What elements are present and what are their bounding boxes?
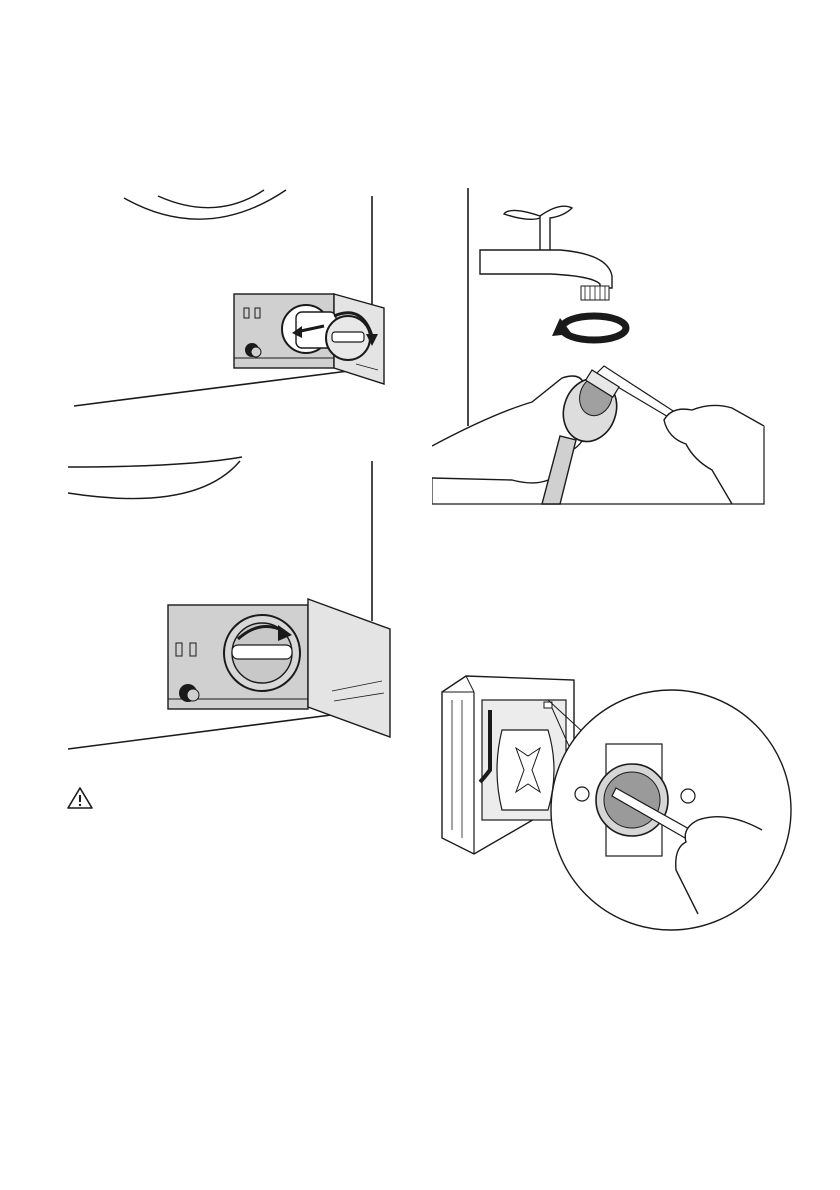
- filter-cap-screw-illustration: [66, 455, 396, 755]
- valve-filter-brush-illustration: [436, 670, 792, 932]
- figure-open-filter-cap: [66, 186, 386, 411]
- warning-triangle-icon: [66, 786, 94, 810]
- filter-cap-unscrew-illustration: [66, 186, 386, 411]
- figure-clean-valve-filter: [436, 670, 792, 932]
- tap-hose-brush-illustration: [432, 188, 766, 506]
- figure-clean-inlet-hose-filter: [432, 188, 766, 506]
- figure-close-filter-cap: [66, 455, 396, 755]
